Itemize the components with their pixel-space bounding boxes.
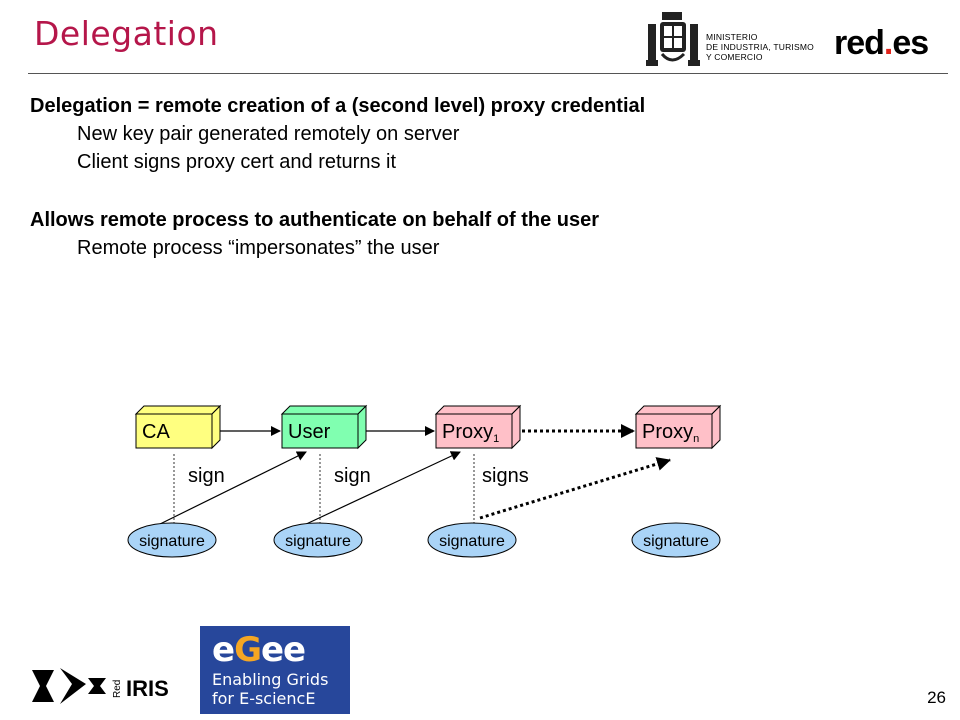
signature-label: signature <box>139 533 205 550</box>
box-side <box>211 404 221 450</box>
box-label: Proxyn <box>642 421 699 445</box>
box-top <box>634 405 722 415</box>
box-side <box>711 404 721 450</box>
delegation-diagram: CA User Proxy1 Proxyn sign sign signs signature… <box>127 404 722 558</box>
red-es-logo: red.es <box>834 24 929 62</box>
box-proxy-1 <box>435 413 513 449</box>
rediris-logo: Red IRIS <box>32 668 169 704</box>
box-top <box>280 405 368 415</box>
arrow-sig-user-to-proxy1 <box>301 451 461 527</box>
box-label: CA <box>142 421 170 443</box>
box-top <box>434 405 522 415</box>
sign-label: sign <box>334 465 371 487</box>
svg-text:IRIS: IRIS <box>126 676 169 701</box>
sign-label: sign <box>188 465 225 487</box>
bullet-2: Allows remote process to authenticate on… <box>30 209 599 231</box>
signature-label: signature <box>643 533 709 550</box>
bullet-2-sub-1: Remote process “impersonates” the user <box>77 237 440 259</box>
signature-ellipse <box>631 522 721 558</box>
egee-logo: eGee Enabling Grids for E-sciencE <box>200 626 350 714</box>
box-top <box>134 405 222 415</box>
arrow-sig-ca-to-user <box>155 451 307 527</box>
box-label: User <box>288 421 331 443</box>
box-label: Proxy1 <box>442 421 499 445</box>
svg-text:Red: Red <box>112 680 123 698</box>
bullet-list: Delegation = remote creation of a (secon… <box>30 92 930 262</box>
page-number: 26 <box>927 688 946 707</box>
signature-label: signature <box>439 533 505 550</box>
spain-coat-of-arms-logo <box>646 12 700 66</box>
box-user <box>281 413 359 449</box>
sign-label: signs <box>482 465 529 487</box>
box-ca <box>135 413 213 449</box>
signature-ellipse <box>273 522 363 558</box>
bullet-1-sub-2: Client signs proxy cert and returns it <box>77 151 397 173</box>
ministry-text: MINISTERIO DE INDUSTRIA, TURISMO Y COMER… <box>706 32 814 62</box>
box-side <box>357 404 367 450</box>
box-proxy-n <box>635 413 713 449</box>
bullet-1-sub-1: New key pair generated remotely on serve… <box>77 123 460 145</box>
signature-ellipse <box>427 522 517 558</box>
signature-label: signature <box>285 533 351 550</box>
bullet-1: Delegation = remote creation of a (secon… <box>30 95 646 117</box>
signature-ellipse <box>127 522 217 558</box>
box-side <box>511 404 521 450</box>
page-title: Delegation <box>34 14 219 53</box>
header-divider <box>28 73 948 74</box>
